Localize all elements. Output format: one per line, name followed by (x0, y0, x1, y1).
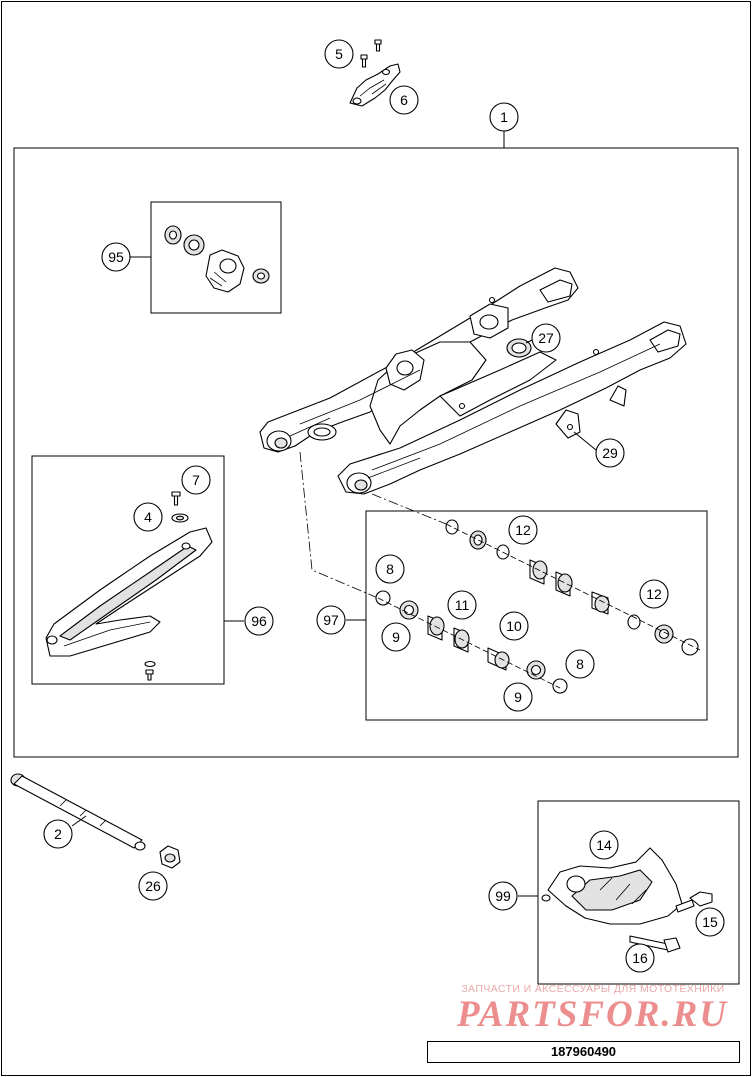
kit-96-box (31, 455, 225, 685)
leader-2 (71, 815, 87, 827)
svg-text:97: 97 (323, 612, 339, 628)
leader-27 (525, 339, 533, 344)
svg-text:9: 9 (392, 629, 400, 645)
callout-11: 11 (447, 590, 477, 620)
svg-text:2: 2 (54, 826, 62, 842)
svg-text:15: 15 (702, 914, 718, 930)
svg-text:1: 1 (500, 109, 508, 125)
callout-9-lower: 9 (503, 682, 533, 712)
callout-4: 4 (133, 502, 163, 532)
callout-9-upper: 9 (381, 622, 411, 652)
svg-text:8: 8 (576, 656, 584, 672)
svg-text:5: 5 (335, 46, 343, 62)
callout-16: 16 (625, 943, 655, 973)
callout-12-lower: 12 (639, 579, 669, 609)
pivot-bearing-kit-97 (375, 519, 701, 694)
callout-29: 29 (595, 438, 625, 468)
svg-text:99: 99 (495, 888, 511, 904)
chain-guide-part (541, 847, 713, 953)
svg-text:29: 29 (602, 445, 618, 461)
kit-99-box (537, 800, 740, 985)
callout-7: 7 (181, 465, 211, 495)
svg-text:11: 11 (455, 597, 470, 613)
callout-95: 95 (101, 242, 131, 272)
kit-95-parts (164, 225, 270, 293)
chain-guide-top-part (349, 39, 401, 107)
callout-2: 2 (43, 819, 73, 849)
svg-text:12: 12 (515, 522, 531, 538)
callout-1: 1 (489, 102, 519, 132)
swingarm-assembly-box (13, 147, 739, 758)
callout-27: 27 (531, 323, 561, 353)
callout-5: 5 (324, 39, 354, 69)
svg-text:26: 26 (145, 878, 161, 894)
callout-12-upper: 12 (508, 515, 538, 545)
kit-97-box (365, 510, 708, 721)
svg-text:8: 8 (386, 561, 394, 577)
callout-26: 26 (138, 871, 168, 901)
watermark-brand: PARTSFOR.RU (456, 994, 729, 1035)
bearing-ring-27 (506, 338, 532, 358)
svg-text:9: 9 (514, 689, 522, 705)
svg-text:6: 6 (400, 92, 408, 108)
callout-6: 6 (389, 85, 419, 115)
callout-96: 96 (244, 606, 274, 636)
callout-8-lower: 8 (565, 649, 595, 679)
callout-99: 99 (488, 881, 518, 911)
chain-slider-part (45, 491, 213, 681)
svg-text:4: 4 (144, 509, 152, 525)
callout-97: 97 (316, 605, 346, 635)
svg-text:12: 12 (646, 586, 662, 602)
leader-29 (573, 431, 597, 451)
svg-text:14: 14 (596, 837, 612, 853)
watermark-tagline: ЗАПЧАСТИ И АКСЕССУАРЫ ДЛЯ МОТОТЕХНИКИ (461, 983, 725, 995)
callout-8-upper: 8 (375, 554, 405, 584)
svg-text:96: 96 (251, 613, 267, 629)
swingarm-part (259, 267, 687, 599)
callout-14: 14 (589, 830, 619, 860)
callout-10: 10 (499, 611, 529, 641)
callout-15: 15 (695, 907, 725, 937)
svg-text:10: 10 (506, 618, 522, 634)
drawing-number-label: 187960490 (427, 1041, 740, 1063)
svg-text:7: 7 (192, 472, 200, 488)
svg-text:95: 95 (108, 249, 124, 265)
svg-text:16: 16 (632, 950, 648, 966)
swingarm-axle-part (10, 773, 181, 869)
svg-text:27: 27 (538, 330, 554, 346)
